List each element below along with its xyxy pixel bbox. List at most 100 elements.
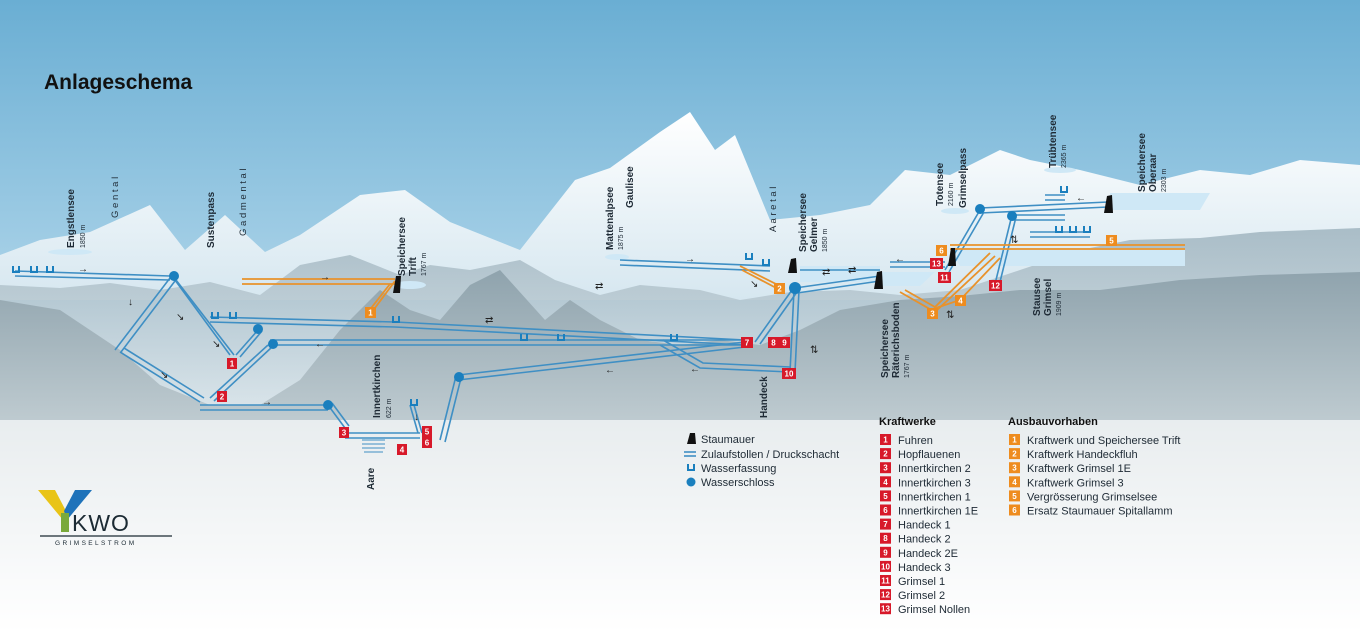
flow-arrow-icon: → — [78, 264, 88, 275]
kraftwerk-number: 11 — [881, 577, 890, 586]
logo-y-right — [64, 490, 92, 520]
project-badges[interactable]: 1 2 3 4 5 6 — [365, 235, 1117, 319]
label-speichersee-raeterichsboden: Speichersee — [880, 319, 891, 378]
kraftwerk-badge — [880, 589, 891, 601]
lake-trift — [394, 281, 426, 289]
surge-tank-icon — [1007, 211, 1017, 221]
flow-arrow-icon: ← — [1076, 193, 1086, 204]
plant-badge-9[interactable]: 9 — [779, 337, 790, 348]
surge-tank-icon — [686, 477, 696, 487]
kraftwerk-name: Grimsel 2 — [898, 590, 945, 602]
label-speichersee-oberaar: Speichersee — [1137, 133, 1148, 192]
lake-engstlensee — [48, 249, 92, 255]
project-badge-3[interactable]: 3 — [927, 308, 938, 319]
kraftwerk-name: Innertkirchen 1E — [898, 506, 978, 518]
flow-arrow-icon: ⇅ — [946, 310, 954, 321]
kraftwerk-number: 9 — [883, 548, 888, 557]
intake-icon — [211, 312, 219, 319]
svg-text:5: 5 — [425, 428, 430, 437]
ausbau-number: 2 — [1012, 450, 1017, 459]
flow-arrow-icon: ← — [895, 254, 905, 265]
plant-badges[interactable]: 1 2 3 4 5 6 7 8 9 10 11 12 13 — [217, 258, 1002, 455]
plant-badge-7[interactable]: 7 — [741, 337, 753, 348]
logo-wordmark: KWO — [72, 510, 130, 536]
ausbau-name: Kraftwerk und Speichersee Trift — [1027, 435, 1180, 447]
svg-text:2: 2 — [777, 285, 782, 294]
lake-gelmer — [800, 266, 880, 282]
kraftwerk-badge — [880, 518, 891, 530]
label-gaulisee: Gaulisee — [625, 166, 636, 208]
label-trift-elev: 1767 m — [421, 252, 428, 276]
intake-icon — [392, 316, 400, 323]
dam-icon — [874, 271, 883, 289]
flow-arrow-icon: ⇄ — [848, 265, 856, 276]
label-speichersee-gelmer: Speichersee — [798, 193, 809, 252]
flow-arrow-icon: ↓ — [414, 412, 419, 423]
intake-icon — [1083, 226, 1091, 233]
label-totensee: Totensee — [935, 162, 946, 206]
flow-arrow-icon: ← — [315, 339, 325, 350]
kraftwerk-name: Fuhren — [898, 435, 933, 447]
svg-text:11: 11 — [940, 274, 949, 283]
ausbau-name: Ersatz Staumauer Spitallamm — [1027, 506, 1173, 518]
flow-arrow-icon: ⇄ — [485, 315, 493, 326]
project-badge-2[interactable]: 2 — [774, 283, 785, 294]
kraftwerk-badge — [880, 448, 891, 460]
project-badge-5[interactable]: 5 — [1106, 235, 1117, 246]
plant-badge-2[interactable]: 2 — [217, 391, 227, 402]
plant-badge-4[interactable]: 4 — [397, 444, 407, 455]
svg-text:13: 13 — [932, 260, 941, 269]
ausbau-badge — [1009, 448, 1020, 460]
flow-arrow-icon: → — [685, 254, 695, 265]
kraftwerk-number: 2 — [883, 450, 888, 459]
project-badge-6[interactable]: 6 — [936, 245, 947, 256]
kraftwerk-badge — [880, 546, 891, 558]
label-totensee-elev: 2160 m — [948, 182, 955, 206]
flow-arrow-icon: ↘ — [176, 312, 184, 323]
kraftwerk-number: 5 — [883, 492, 888, 501]
lake-truebtensee — [1044, 167, 1076, 173]
dam-icon — [393, 276, 401, 293]
surge-tank-icon — [454, 372, 464, 382]
intake-icon — [46, 266, 54, 273]
ausbau-number: 5 — [1012, 492, 1017, 501]
plant-badge-3[interactable]: 3 — [339, 427, 349, 438]
intake-icon — [520, 334, 528, 341]
svg-text:8: 8 — [771, 339, 776, 348]
flow-arrow-icon: ↓ — [128, 297, 133, 308]
project-badge-1[interactable]: 1 — [365, 307, 376, 318]
kraftwerk-badge — [880, 603, 891, 615]
plant-badge-8[interactable]: 8 — [768, 337, 779, 348]
aare-river — [362, 439, 385, 453]
label-gental: G e n t a l — [110, 177, 121, 218]
label-truebtensee: Trübtensee — [1048, 114, 1059, 168]
flow-arrow-icon: ⇅ — [1010, 235, 1018, 246]
plant-badge-11[interactable]: 11 — [938, 272, 951, 283]
label-gelmer-elev: 1850 m — [822, 228, 829, 252]
ausbau-name: Vergrösserung Grimselsee — [1027, 491, 1157, 503]
project-badge-4[interactable]: 4 — [955, 295, 966, 306]
flow-arrow-icon: ← — [690, 364, 700, 375]
label-speichersee-trift: Speichersee — [397, 217, 408, 276]
kraftwerk-badge — [880, 575, 891, 586]
label-oberaar: Oberaar — [1148, 154, 1159, 192]
plant-badge-1[interactable]: 1 — [227, 358, 237, 369]
surge-tank-icon — [268, 339, 278, 349]
kraftwerk-number: 1 — [883, 436, 888, 445]
plant-badge-13[interactable]: 13 — [930, 258, 943, 269]
flow-arrow-icon: → — [320, 272, 330, 283]
legend-symbols: Staumauer Zulaufstollen / Druckschacht W… — [684, 433, 839, 489]
plant-badge-6[interactable]: 6 — [422, 437, 432, 448]
plant-badge-10[interactable]: 10 — [782, 368, 796, 379]
logo-y-left — [38, 490, 66, 520]
intakes — [12, 186, 1091, 406]
plant-badge-12[interactable]: 12 — [989, 280, 1002, 291]
kraftwerk-name: Hopflauenen — [898, 449, 960, 461]
plant-badge-5[interactable]: 5 — [422, 426, 432, 437]
